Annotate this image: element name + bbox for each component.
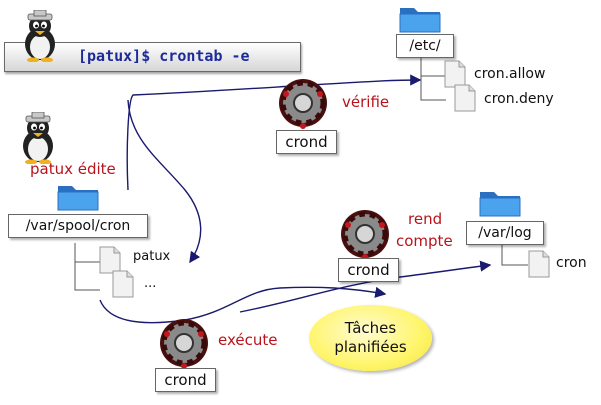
- document-icon: [454, 84, 476, 112]
- arrow-execute: [99, 286, 387, 324]
- etc-folder-box: /etc/: [396, 34, 454, 58]
- spool-folder-label: /var/spool/cron: [25, 218, 131, 234]
- crond-execute-label: crond: [164, 371, 207, 389]
- scheduled-tasks-line-2: planifiées: [334, 338, 407, 356]
- tree-line-etc: [420, 58, 446, 101]
- command-text: [patux]$ crontab -e: [78, 47, 250, 65]
- crond-execute-box: crond: [155, 368, 216, 392]
- etc-folder-label: /etc/: [409, 38, 441, 54]
- scheduled-tasks-line-1: Tâches: [344, 319, 397, 337]
- document-icon: [528, 250, 550, 278]
- tree-line-spool: [74, 243, 100, 291]
- arrow-edit: [127, 99, 202, 264]
- document-icon: [112, 270, 134, 298]
- etc-file-deny: cron.deny: [484, 91, 554, 107]
- document-icon: [99, 246, 121, 274]
- crond-gear-icon: [160, 319, 208, 369]
- crond-verify-box: crond: [276, 130, 337, 154]
- crond-gear-icon: [341, 210, 389, 260]
- folder-icon: [479, 192, 521, 217]
- folder-icon: [399, 8, 441, 33]
- document-icon: [444, 60, 466, 88]
- etc-file-allow: cron.allow: [474, 66, 546, 82]
- folder-icon: [57, 186, 99, 211]
- execute-action-label: exécute: [218, 331, 278, 349]
- tux-penguin-icon: [25, 10, 55, 62]
- crond-verify-label: crond: [285, 133, 328, 151]
- edit-action-label: patux édite: [30, 160, 116, 178]
- spool-folder-box: /var/spool/cron: [8, 214, 148, 238]
- tux-penguin-icon: [23, 112, 53, 164]
- arrow-verify: [126, 74, 422, 191]
- crond-gear-icon: [279, 79, 327, 129]
- spool-file-more: ...: [144, 276, 157, 291]
- crond-report-label: crond: [347, 261, 390, 279]
- spool-file-patux: patux: [133, 249, 171, 264]
- report-action-label-1: rend: [408, 210, 443, 228]
- log-folder-box: /var/log: [466, 221, 544, 245]
- crond-report-box: crond: [338, 258, 399, 282]
- verify-action-label: vérifie: [342, 93, 390, 111]
- log-file-cron: cron: [556, 255, 587, 271]
- log-folder-label: /var/log: [478, 225, 532, 241]
- report-action-label-2: compte: [396, 232, 453, 250]
- scheduled-tasks-ellipse: Tâches planifiées: [309, 305, 432, 371]
- tree-line-log: [501, 245, 528, 266]
